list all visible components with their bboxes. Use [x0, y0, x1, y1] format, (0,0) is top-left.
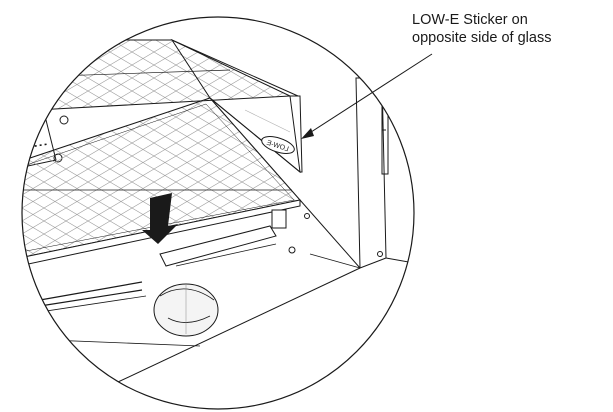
down-arrow-icon: [142, 193, 178, 244]
side-panel: [170, 38, 303, 174]
glass-clip: [271, 209, 310, 229]
magnifier-circle: [21, 16, 415, 410]
callout-line-1: LOW-E Sticker on: [412, 12, 528, 28]
callout-text: LOW-E Sticker on opposite side of glass: [412, 11, 612, 47]
callout-leader: [301, 53, 433, 139]
callout-line-2: opposite side of glass: [412, 30, 552, 46]
low-e-sticker: LOW-E: [261, 136, 295, 154]
latch-knob: [153, 283, 219, 337]
